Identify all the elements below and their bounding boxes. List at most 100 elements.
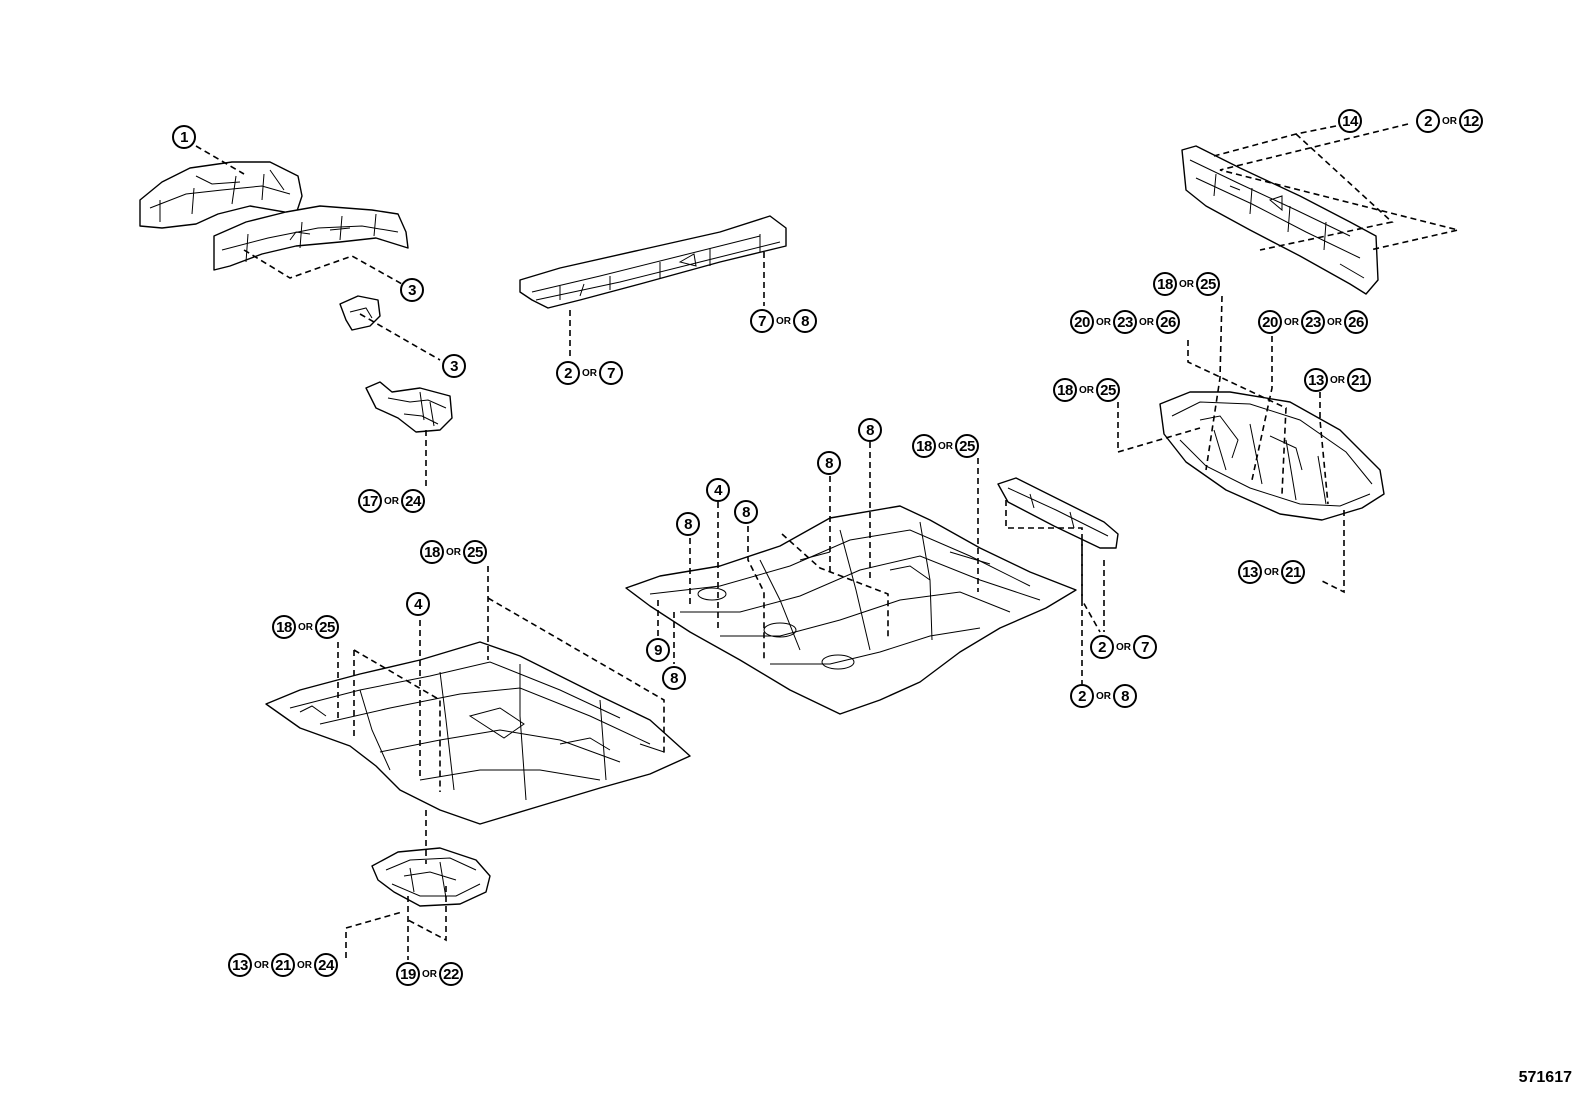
- callout-13-21-bottom[interactable]: 13 OR 21: [1238, 560, 1305, 584]
- callout-8-a[interactable]: 8: [858, 418, 882, 442]
- or-separator: OR: [1327, 316, 1342, 328]
- part-number: 7: [1133, 635, 1157, 659]
- part-number: 25: [955, 434, 979, 458]
- or-separator: OR: [1096, 316, 1111, 328]
- or-separator: OR: [1330, 374, 1345, 386]
- callout-8-b[interactable]: 8: [817, 451, 841, 475]
- part-number: 1: [172, 125, 196, 149]
- or-separator: OR: [1096, 690, 1111, 702]
- callout-8-e[interactable]: 8: [662, 666, 686, 690]
- callout-13-21-24[interactable]: 13 OR 21 OR 24: [228, 953, 338, 977]
- or-separator: OR: [297, 959, 312, 971]
- part-number: 18: [1053, 378, 1077, 402]
- callout-2-7-top[interactable]: 2 OR 7: [556, 361, 623, 385]
- part-number: 2: [1416, 109, 1440, 133]
- part-number: 7: [599, 361, 623, 385]
- part-number: 17: [358, 489, 382, 513]
- callout-17-24[interactable]: 17 OR 24: [358, 489, 425, 513]
- part-number: 12: [1459, 109, 1483, 133]
- part-number: 8: [734, 500, 758, 524]
- part-number: 18: [912, 434, 936, 458]
- part-number: 19: [396, 962, 420, 986]
- part-number: 4: [706, 478, 730, 502]
- callout-19-22[interactable]: 19 OR 22: [396, 962, 463, 986]
- callout-18-25-front-top[interactable]: 18 OR 25: [420, 540, 487, 564]
- part-number: 24: [401, 489, 425, 513]
- part-number: 13: [1238, 560, 1262, 584]
- part-number: 21: [1281, 560, 1305, 584]
- or-separator: OR: [298, 621, 313, 633]
- callout-20-23-26-right[interactable]: 20 OR 23 OR 26: [1258, 310, 1368, 334]
- or-separator: OR: [1442, 115, 1457, 127]
- front-side-member-right: [213, 205, 409, 271]
- part-number: 21: [271, 953, 295, 977]
- part-number: 26: [1156, 310, 1180, 334]
- part-number: 8: [858, 418, 882, 442]
- callout-14[interactable]: 14: [1338, 109, 1362, 133]
- callout-18-25-center[interactable]: 18 OR 25: [912, 434, 979, 458]
- callout-3-lower[interactable]: 3: [442, 354, 466, 378]
- part-number: 13: [1304, 368, 1328, 392]
- part-number: 25: [1096, 378, 1120, 402]
- callout-4-front[interactable]: 4: [406, 592, 430, 616]
- callout-8-c[interactable]: 8: [734, 500, 758, 524]
- callout-1[interactable]: 1: [172, 125, 196, 149]
- part-number: 18: [272, 615, 296, 639]
- or-separator: OR: [776, 315, 791, 327]
- figure-id: 571617: [1518, 1069, 1572, 1086]
- part-number: 2: [1090, 635, 1114, 659]
- floor-sub-pan: [371, 847, 491, 907]
- part-number: 18: [420, 540, 444, 564]
- part-number: 25: [315, 615, 339, 639]
- callout-2-8-right[interactable]: 2 OR 8: [1070, 684, 1137, 708]
- callout-2-12[interactable]: 2 OR 12: [1416, 109, 1483, 133]
- or-separator: OR: [1116, 641, 1131, 653]
- part-number: 21: [1347, 368, 1371, 392]
- callout-20-23-26-left[interactable]: 20 OR 23 OR 26: [1070, 310, 1180, 334]
- front-cross-member: [519, 215, 787, 309]
- part-number: 18: [1153, 272, 1177, 296]
- part-number: 14: [1338, 109, 1362, 133]
- or-separator: OR: [384, 495, 399, 507]
- callout-2-7-right[interactable]: 2 OR 7: [1090, 635, 1157, 659]
- part-number: 23: [1301, 310, 1325, 334]
- center-floor-pan: [625, 505, 1077, 715]
- callout-3-upper[interactable]: 3: [400, 278, 424, 302]
- part-number: 8: [1113, 684, 1137, 708]
- or-separator: OR: [254, 959, 269, 971]
- callout-9[interactable]: 9: [646, 638, 670, 662]
- small-bracket: [339, 295, 381, 331]
- rear-floor-member: [997, 477, 1119, 549]
- part-number: 20: [1258, 310, 1282, 334]
- callout-18-25-right-top[interactable]: 18 OR 25: [1153, 272, 1220, 296]
- spare-tire-pan: [1159, 391, 1385, 521]
- part-number: 13: [228, 953, 252, 977]
- callout-18-25-right-mid[interactable]: 18 OR 25: [1053, 378, 1120, 402]
- leader-lines: [195, 123, 1459, 960]
- or-separator: OR: [1284, 316, 1299, 328]
- part-number: 8: [662, 666, 686, 690]
- or-separator: OR: [446, 546, 461, 558]
- part-number: 23: [1113, 310, 1137, 334]
- or-separator: OR: [1264, 566, 1279, 578]
- callout-18-25-front-left[interactable]: 18 OR 25: [272, 615, 339, 639]
- or-separator: OR: [582, 367, 597, 379]
- callout-8-d[interactable]: 8: [676, 512, 700, 536]
- callout-4-center[interactable]: 4: [706, 478, 730, 502]
- callout-13-21-top[interactable]: 13 OR 21: [1304, 368, 1371, 392]
- part-number: 2: [556, 361, 580, 385]
- callout-7-8[interactable]: 7 OR 8: [750, 309, 817, 333]
- part-number: 8: [817, 451, 841, 475]
- part-number: 3: [400, 278, 424, 302]
- box-bracket: [365, 381, 453, 433]
- or-separator: OR: [1079, 384, 1094, 396]
- or-separator: OR: [938, 440, 953, 452]
- or-separator: OR: [1179, 278, 1194, 290]
- part-number: 8: [793, 309, 817, 333]
- part-number: 2: [1070, 684, 1094, 708]
- part-number: 20: [1070, 310, 1094, 334]
- rear-cross-member: [1181, 145, 1379, 295]
- front-floor-pan: [265, 641, 691, 825]
- part-number: 24: [314, 953, 338, 977]
